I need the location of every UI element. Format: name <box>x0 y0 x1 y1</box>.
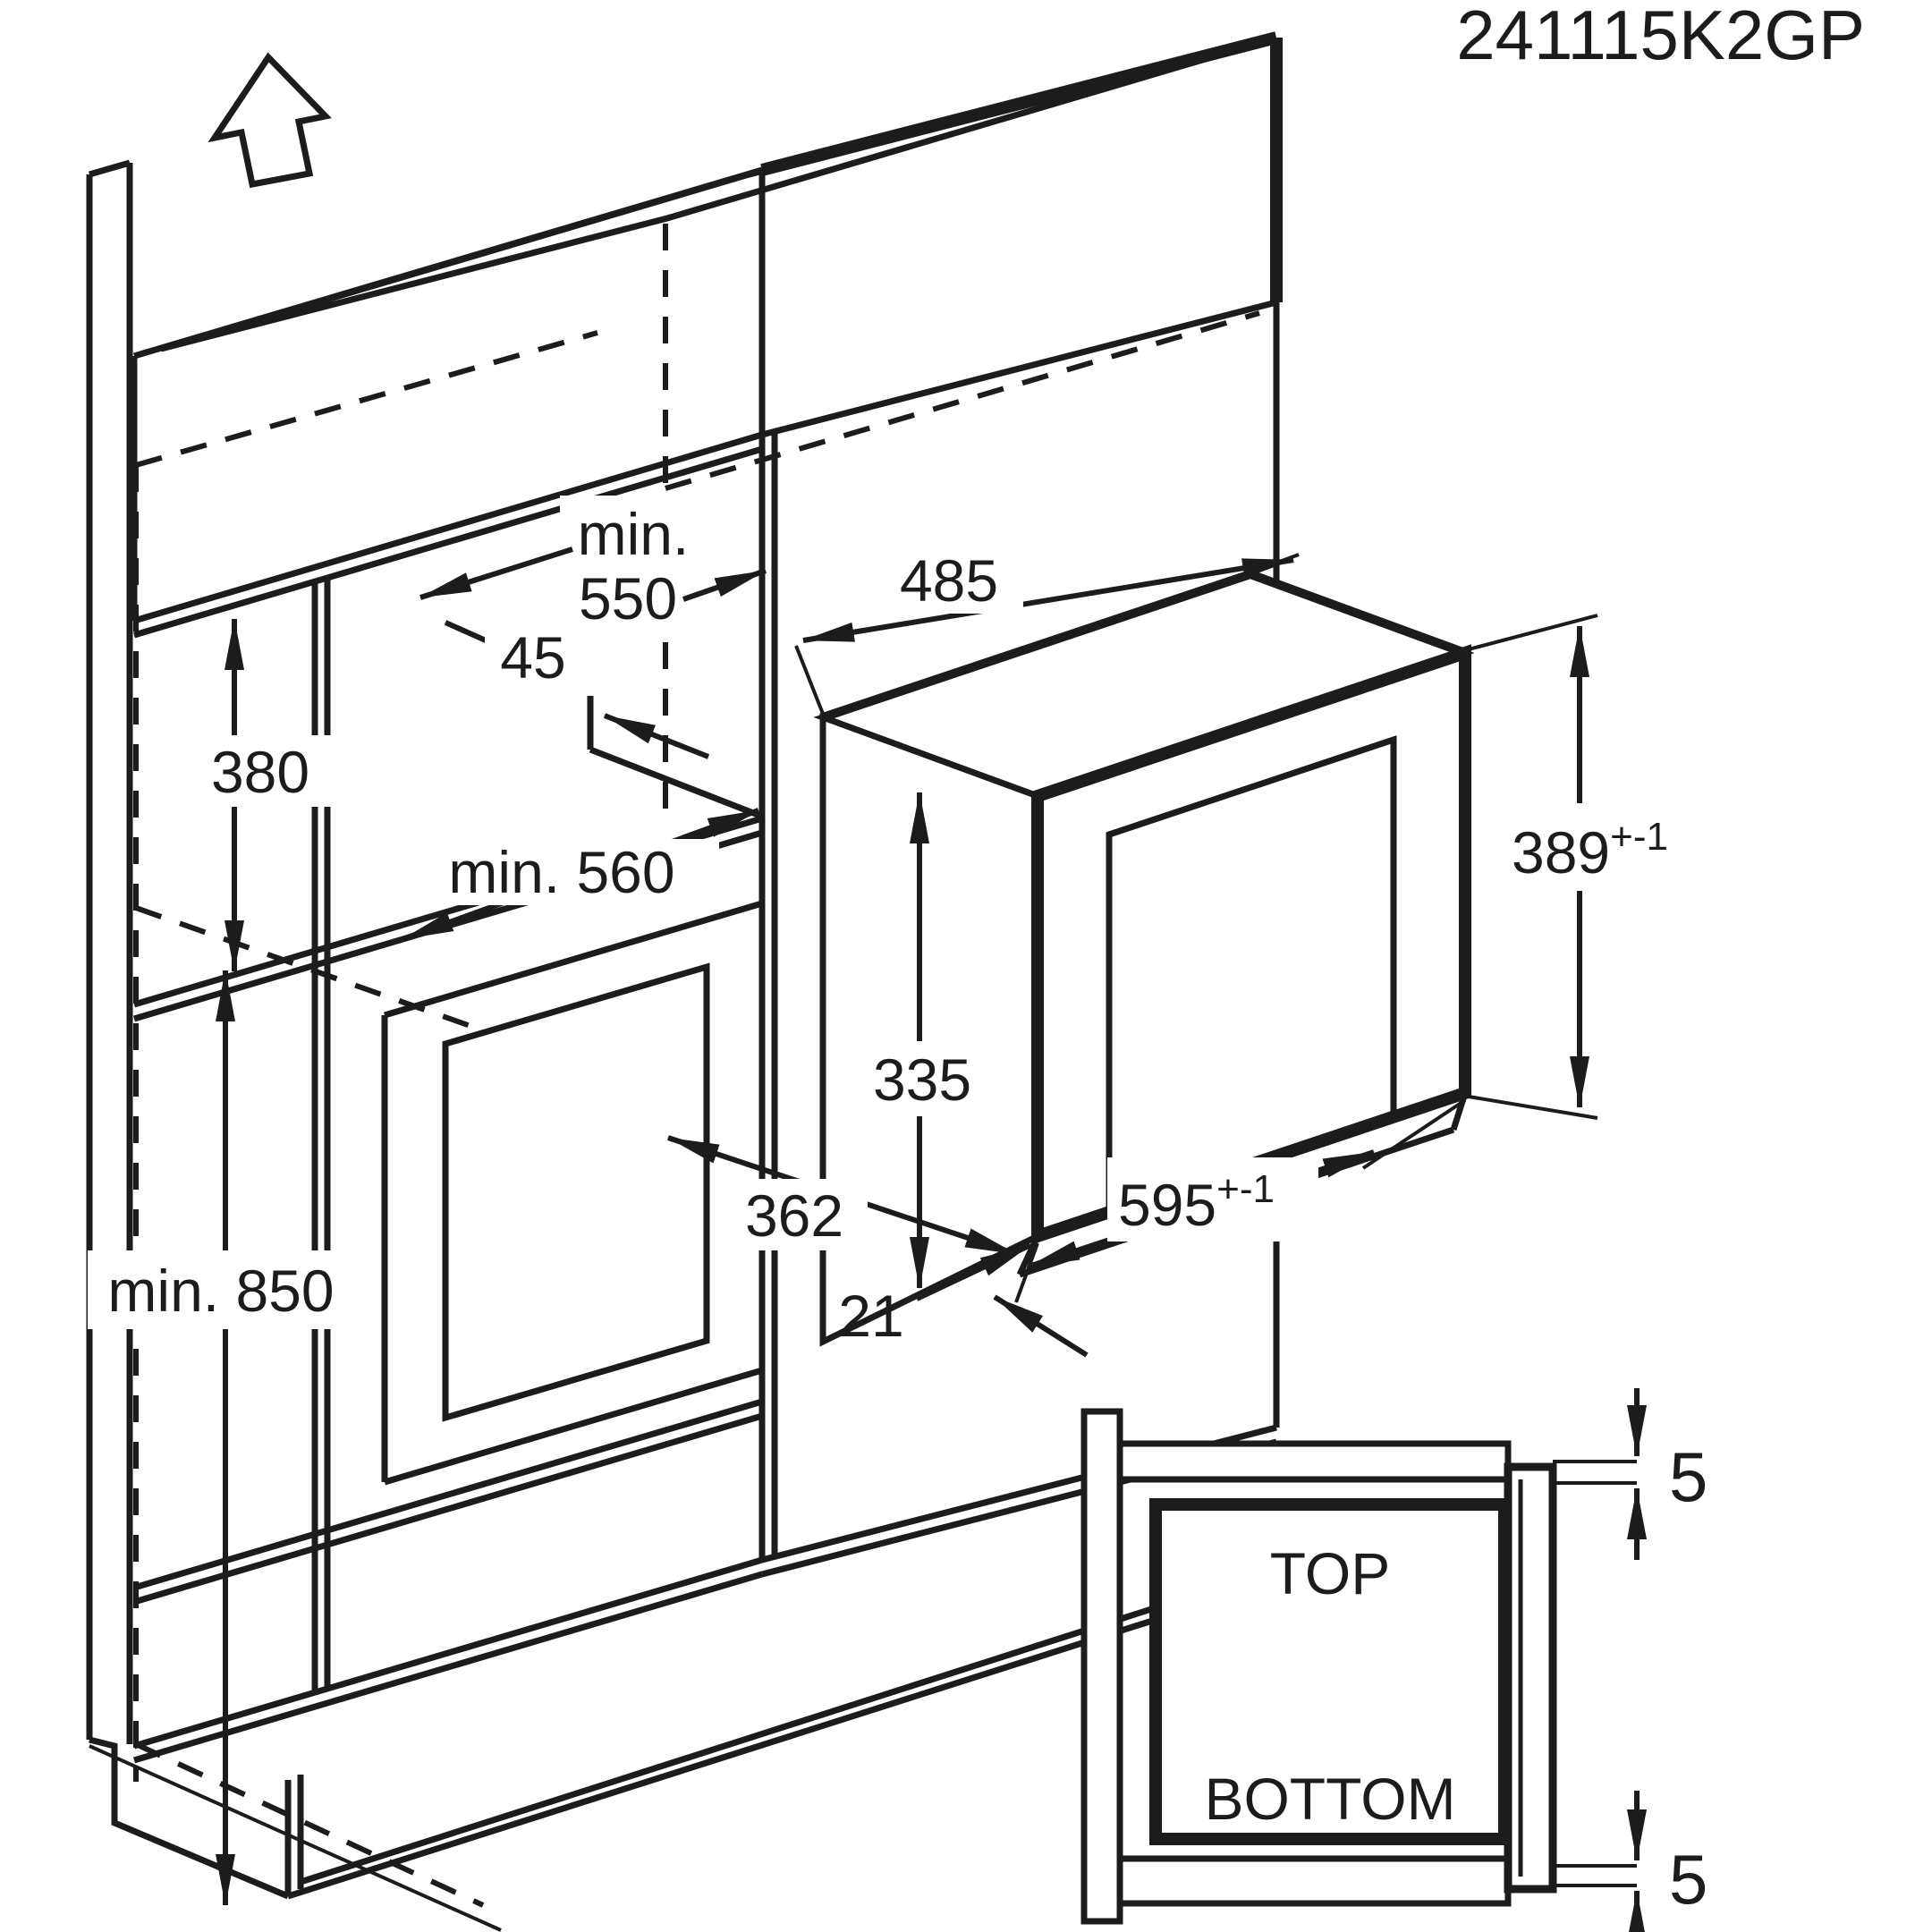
dim-front-offset-45: 45 <box>500 624 565 691</box>
lift-arrow-icon <box>208 52 332 189</box>
dim-protrusion-21: 21 <box>838 1283 903 1349</box>
microwave-drawing <box>813 570 1475 1347</box>
dim-niche-height-380: 380 <box>211 739 309 805</box>
microwave-dimensions: 485 335 389+-1 595+-1 362 21 <box>667 546 1710 1358</box>
dim-gap-bottom-5: 5 <box>1669 1840 1707 1919</box>
dim-cabinet-height-min850: min. 850 <box>107 1258 334 1324</box>
dim-body-height-335: 335 <box>873 1046 971 1113</box>
clearance-detail-drawing: TOP BOTTOM 5 5 <box>1080 1388 1707 1932</box>
dim-gap-top-5: 5 <box>1669 1437 1707 1516</box>
cabinet-dimensions: 380 min. 850 min. 550 45 min. 560 <box>88 496 767 1906</box>
detail-label-bottom: BOTTOM <box>1204 1766 1455 1832</box>
dim-body-width-485: 485 <box>900 547 998 614</box>
dim-door-width-595: 595+-1 <box>1118 1167 1275 1238</box>
dim-niche-depth-min560: min. 560 <box>448 839 674 905</box>
dim-niche-width-value: 550 <box>579 565 677 631</box>
dim-cutout-height-389: 389+-1 <box>1512 815 1668 886</box>
model-number: 241115K2GP <box>1456 0 1865 74</box>
dim-niche-width-min: min. <box>578 501 690 567</box>
dim-depth-362: 362 <box>745 1182 843 1249</box>
detail-label-top: TOP <box>1270 1540 1390 1606</box>
